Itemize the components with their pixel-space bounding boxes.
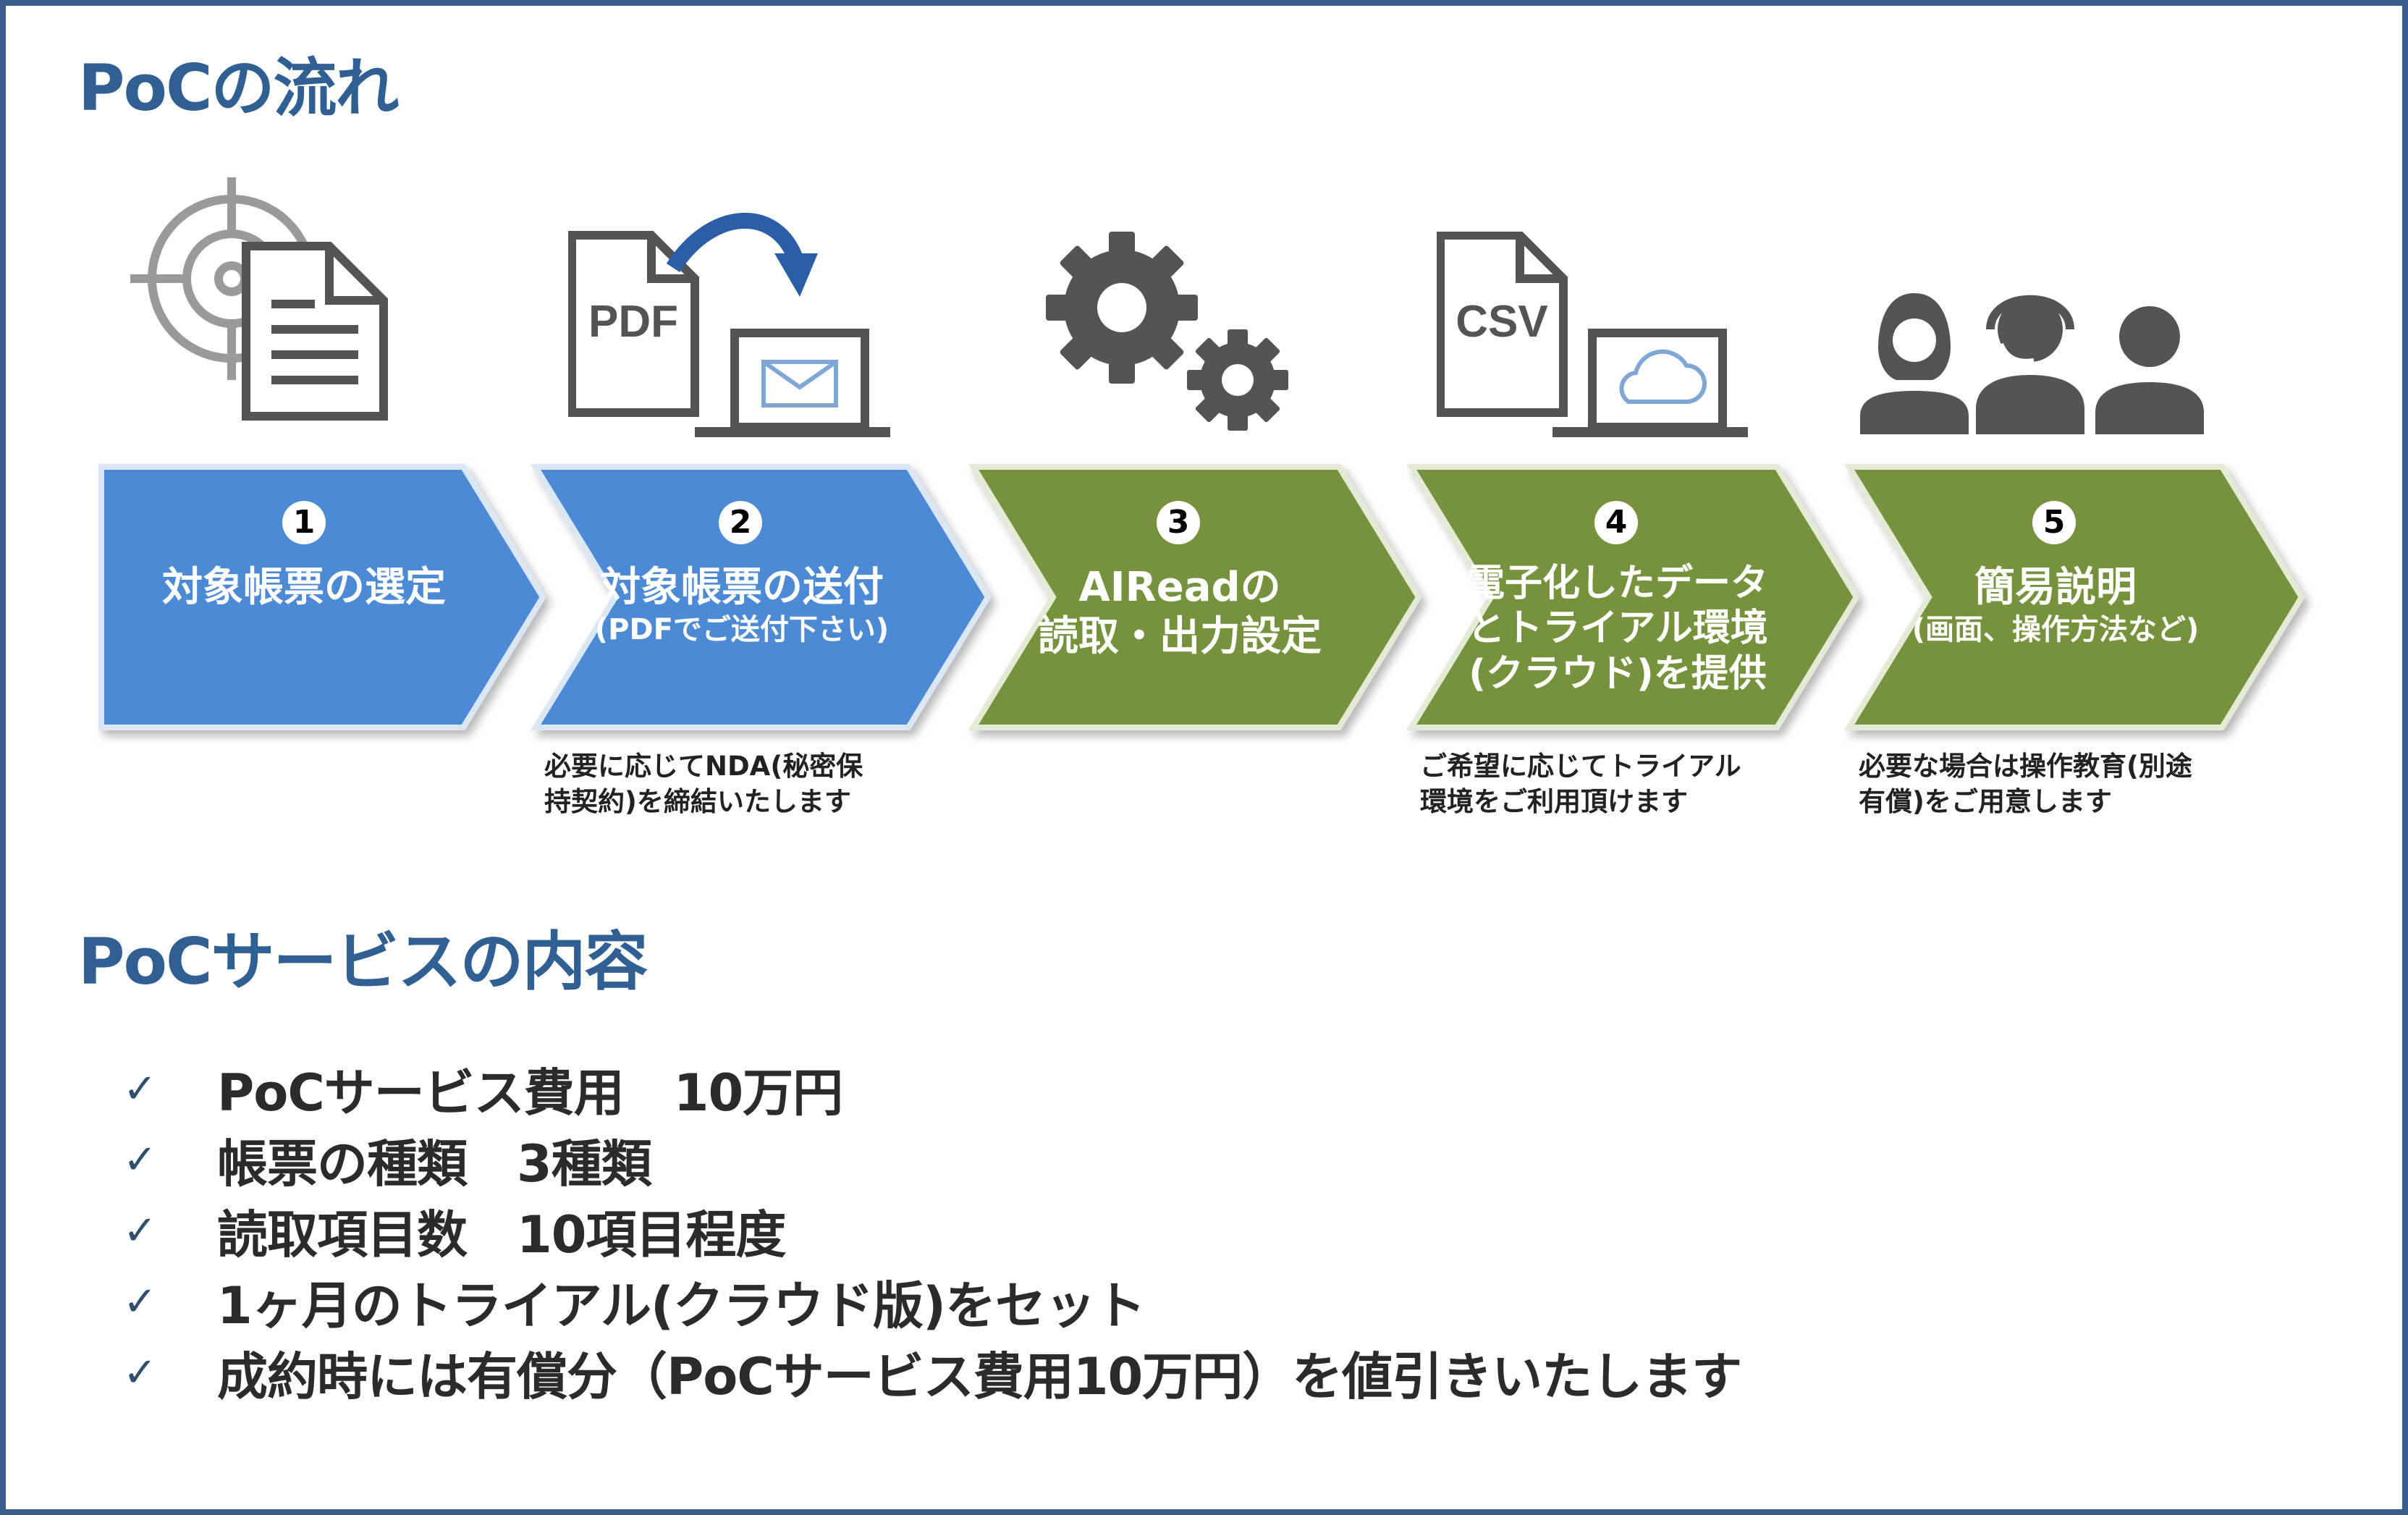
people-support-icon	[1860, 293, 2204, 434]
step-text-2: 対象帳票の送付 (PDFでご送付下さい)	[543, 563, 941, 648]
flow-arrows	[98, 464, 2305, 730]
note-step-2: 必要に応じてNDA(秘密保 持契約)を締結いたします	[544, 749, 863, 820]
step-number-2: 2	[719, 501, 762, 544]
step-2-line-1: 対象帳票の送付	[600, 564, 884, 611]
note-step-5-line-1: 必要な場合は操作教育(別途	[1859, 751, 2192, 782]
step-3-line-1: AIReadの	[1078, 564, 1281, 611]
step-arrow-3	[968, 464, 1422, 730]
step-arrow-4	[1406, 464, 1860, 730]
step-2-line-2: (PDFでご送付下さい)	[594, 613, 890, 647]
step-text-3: AIReadの 読取・出力設定	[984, 563, 1375, 662]
note-step-5: 必要な場合は操作教育(別途 有償)をご用意します	[1859, 749, 2192, 820]
step-text-4: 電子化したデータ とトライアル環境 (クラウド)を提供	[1422, 561, 1813, 696]
step-1-line-1: 対象帳票の選定	[162, 564, 446, 611]
list-item: ✓ 1ヶ月のトライアル(クラウド版)をセット	[123, 1266, 1741, 1337]
step-5-line-1: 簡易説明	[1974, 564, 2137, 611]
step-5-line-2: (画面、操作方法など)	[1911, 613, 2200, 647]
list-item: ✓ 成約時には有償分（PoCサービス費用10万円）を値引きいたします	[123, 1337, 1742, 1408]
step-number-4: 4	[1594, 501, 1638, 544]
flow-heading: PoCの流れ	[78, 51, 400, 125]
list-item: ✓ PoCサービス費用 10万円	[123, 1053, 1741, 1124]
check-icon: ✓	[123, 1065, 157, 1113]
check-icon: ✓	[123, 1136, 157, 1183]
list-item-text: 成約時には有償分（PoCサービス費用10万円）を値引きいたします	[217, 1346, 1742, 1406]
list-item-text: 1ヶ月のトライアル(クラウド版)をセット	[217, 1275, 1146, 1335]
list-item-text: 帳票の種類 3種類	[217, 1134, 652, 1194]
list-item: ✓ 帳票の種類 3種類	[123, 1124, 1741, 1195]
note-step-5-line-2: 有償)をご用意します	[1859, 785, 2112, 817]
step-arrow-1	[98, 464, 546, 730]
service-list: ✓ PoCサービス費用 10万円 ✓ 帳票の種類 3種類 ✓ 読取項目数 10項…	[123, 1053, 1742, 1408]
step-arrow-5	[1843, 464, 2305, 730]
step-text-5: 簡易説明 (画面、操作方法など)	[1860, 563, 2251, 648]
list-item: ✓ 読取項目数 10項目程度	[123, 1195, 1741, 1266]
check-icon: ✓	[123, 1349, 157, 1396]
note-step-2-line-1: 必要に応じてNDA(秘密保	[544, 751, 863, 782]
list-item-text: PoCサービス費用 10万円	[217, 1063, 843, 1123]
pdf-label: PDF	[588, 297, 678, 347]
step-4-line-3: (クラウド)を提供	[1469, 651, 1767, 696]
target-document-icon	[130, 177, 388, 421]
csv-cloud-laptop-icon: CSV	[1437, 232, 1748, 437]
note-step-4-line-2: 環境をご利用頂けます	[1420, 785, 1688, 817]
check-icon: ✓	[123, 1278, 157, 1325]
note-step-4-line-1: ご希望に応じてトライアル	[1420, 751, 1741, 782]
note-step-4: ご希望に応じてトライアル 環境をご利用頂けます	[1420, 749, 1741, 820]
step-4-line-1: 電子化したデータ	[1466, 562, 1768, 605]
step-4-line-2: とトライアル環境	[1467, 607, 1768, 651]
step-number-5: 5	[2032, 501, 2076, 544]
list-item-text: 読取項目数 10項目程度	[217, 1204, 786, 1265]
pdf-send-laptop-icon: PDF	[568, 212, 890, 437]
step-arrow-2	[530, 464, 992, 730]
step-text-1: 対象帳票の選定	[109, 563, 499, 612]
gears-icon	[1046, 232, 1288, 431]
check-icon: ✓	[123, 1207, 157, 1254]
service-heading: PoCサービスの内容	[78, 924, 649, 999]
step-number-3: 3	[1157, 501, 1200, 544]
step-3-line-2: 読取・出力設定	[1038, 613, 1322, 661]
note-step-2-line-2: 持契約)を締結いたします	[544, 785, 851, 817]
step-number-1: 1	[282, 501, 326, 544]
csv-label: CSV	[1456, 297, 1547, 347]
